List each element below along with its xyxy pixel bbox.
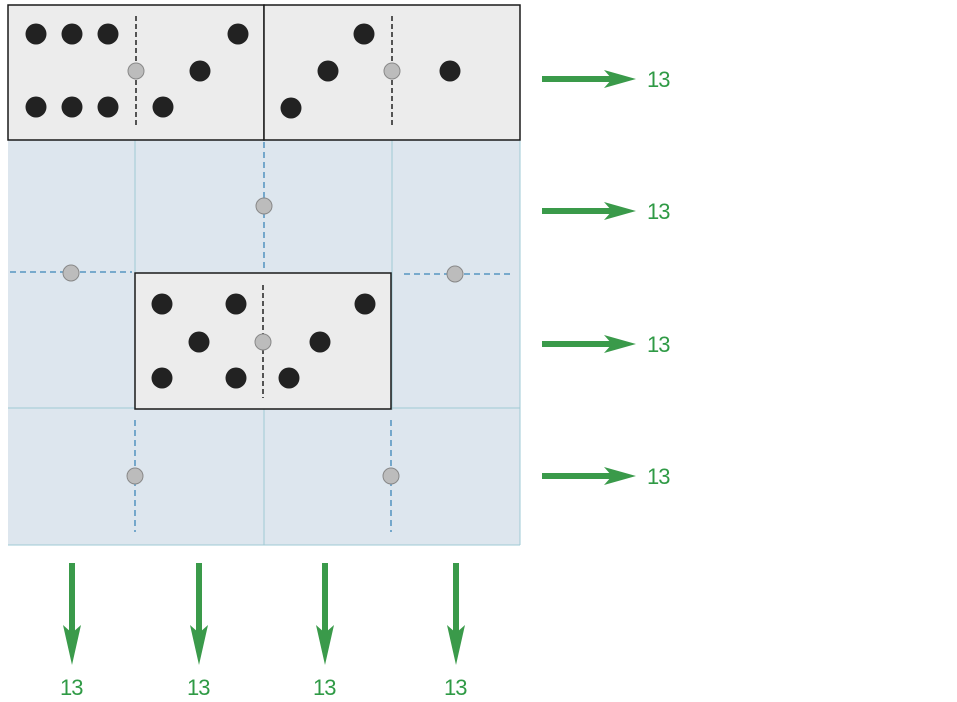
column-arrows bbox=[63, 563, 465, 665]
pips-four bbox=[278, 293, 376, 389]
empty-slot-left bbox=[10, 264, 132, 282]
center-dot bbox=[254, 333, 272, 351]
center-dot bbox=[255, 197, 273, 215]
pips-five bbox=[151, 293, 247, 389]
empty-slot-right bbox=[404, 265, 512, 283]
domino-center bbox=[134, 272, 392, 410]
column-sum-2: 13 bbox=[187, 675, 210, 700]
empty-slot-vertical-top bbox=[255, 142, 273, 270]
pips-six bbox=[25, 23, 119, 118]
column-arrow-1 bbox=[63, 563, 81, 665]
column-sum-1: 13 bbox=[60, 675, 83, 700]
column-sum-3: 13 bbox=[313, 675, 336, 700]
center-dot bbox=[446, 265, 464, 283]
row-arrow-2 bbox=[542, 202, 636, 220]
row-arrow-1 bbox=[542, 70, 636, 88]
row-sum-1: 13 bbox=[647, 67, 670, 92]
center-dot bbox=[126, 467, 144, 485]
empty-slot-bottom-right bbox=[382, 420, 400, 532]
center-dot bbox=[127, 62, 145, 80]
domino-top-left bbox=[7, 4, 265, 141]
row-sum-4: 13 bbox=[647, 464, 670, 489]
column-sum-4: 13 bbox=[444, 675, 467, 700]
column-arrow-2 bbox=[190, 563, 208, 665]
empty-slot-bottom-left bbox=[126, 420, 144, 532]
row-sum-2: 13 bbox=[647, 199, 670, 224]
row-arrows bbox=[542, 70, 636, 485]
domino-top-right bbox=[263, 4, 521, 141]
pips-three bbox=[280, 23, 375, 119]
pips-four bbox=[152, 23, 249, 118]
center-dot bbox=[383, 62, 401, 80]
center-dot bbox=[382, 467, 400, 485]
column-arrow-3 bbox=[316, 563, 334, 665]
row-arrow-3 bbox=[542, 335, 636, 353]
column-arrow-4 bbox=[447, 563, 465, 665]
row-arrow-4 bbox=[542, 467, 636, 485]
row-sum-3: 13 bbox=[647, 332, 670, 357]
pips-one bbox=[439, 60, 461, 82]
center-dot bbox=[62, 264, 80, 282]
